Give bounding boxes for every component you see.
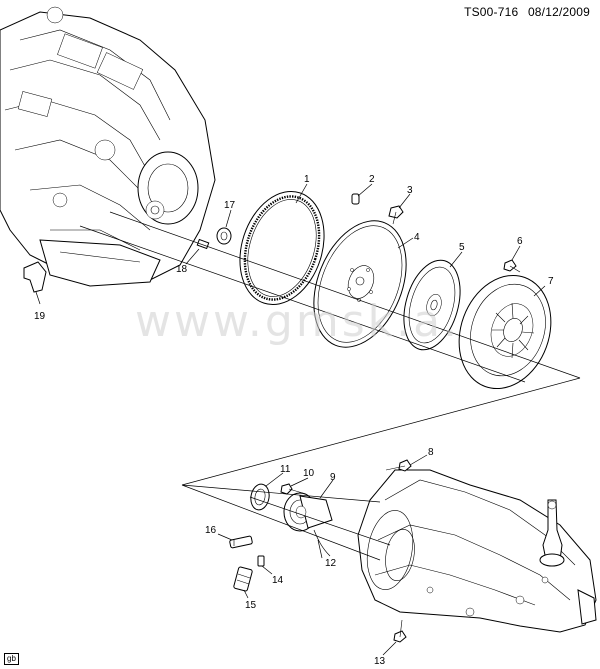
callout-5: 5 [449, 242, 465, 268]
part-2-pin [351, 193, 360, 205]
part-9-release-bearing [283, 492, 333, 532]
callout-label-3: 3 [407, 185, 413, 196]
callout-label-14: 14 [272, 575, 284, 586]
part-18-dowel [196, 238, 210, 250]
corner-tag: gb [4, 653, 19, 665]
drawing-id: TS00-716 [464, 5, 519, 19]
callout-label-9: 9 [330, 472, 336, 483]
callout-label-5: 5 [459, 242, 465, 253]
callout-18: 18 [176, 248, 200, 275]
part-6-bolt [503, 259, 521, 273]
part-7-pressure-plate [458, 274, 552, 390]
transmission-assembly [357, 469, 597, 633]
part-15-connector [233, 566, 253, 592]
part-19-bracket [23, 261, 47, 293]
callout-7: 7 [533, 276, 554, 297]
part-8-bolt [385, 459, 412, 472]
callout-15: 15 [243, 589, 257, 611]
callout-label-19: 19 [34, 311, 46, 322]
watermark-text: www.gmsk.a. [135, 296, 461, 347]
alignment-lines-upper [79, 211, 581, 486]
callout-19: 19 [34, 291, 46, 322]
callout-10: 10 [290, 468, 315, 487]
part-13-bolt [393, 619, 407, 643]
callout-label-8: 8 [428, 447, 434, 458]
drawing-date: 08/12/2009 [527, 5, 590, 19]
callout-3: 3 [398, 185, 413, 209]
alignment-lines-lower [181, 484, 391, 561]
part-5-clutch-disc [403, 259, 461, 351]
callout-label-7: 7 [548, 276, 554, 287]
part-10-bolt [280, 483, 307, 495]
callout-label-6: 6 [517, 236, 523, 247]
callout-label-12: 12 [325, 558, 337, 569]
engine-block [0, 6, 216, 287]
callout-label-13: 13 [374, 656, 386, 667]
part-14-fitting [257, 555, 265, 567]
callout-17: 17 [224, 200, 236, 228]
part-4-flywheel [313, 220, 407, 348]
callout-label-1: 1 [304, 174, 310, 185]
part-1-ring-gear [239, 190, 325, 306]
callout-label-4: 4 [414, 232, 420, 243]
callout-1: 1 [295, 174, 310, 204]
callout-label-17: 17 [224, 200, 236, 211]
callout-label-18: 18 [176, 264, 188, 275]
callout-9: 9 [319, 472, 336, 499]
callout-11: 11 [265, 464, 291, 487]
part-11-seal [250, 483, 270, 511]
callout-14: 14 [261, 565, 284, 586]
part-16-bleeder [229, 535, 253, 549]
callout-2: 2 [357, 174, 375, 197]
callout-16: 16 [205, 525, 233, 541]
drawing-header: TS00-716 08/12/2009 [464, 5, 590, 19]
callout-label-16: 16 [205, 525, 217, 536]
callout-8: 8 [409, 447, 434, 466]
callout-label-2: 2 [369, 174, 375, 185]
part-12-hose [313, 529, 331, 557]
callout-4: 4 [397, 232, 420, 249]
callout-12: 12 [317, 539, 337, 569]
callout-6: 6 [511, 236, 523, 261]
callout-13: 13 [374, 641, 397, 667]
part-17-pilot-bearing [216, 227, 232, 245]
callout-label-11: 11 [280, 464, 291, 475]
callout-label-10: 10 [303, 468, 315, 479]
callout-label-15: 15 [245, 600, 257, 611]
part-3-bolt [388, 205, 404, 225]
